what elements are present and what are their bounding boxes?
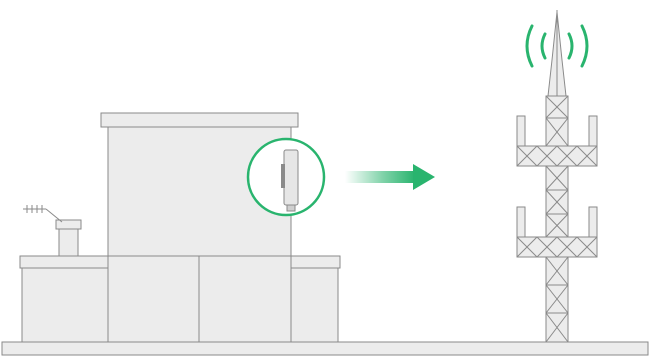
ground xyxy=(2,342,648,355)
chimney-icon xyxy=(56,220,81,256)
right-annex xyxy=(288,256,340,342)
tv-antenna-icon xyxy=(23,205,62,222)
outdoor-cpe-device-icon xyxy=(248,139,324,215)
arrow-right-icon xyxy=(345,164,435,190)
left-annex xyxy=(20,256,110,342)
